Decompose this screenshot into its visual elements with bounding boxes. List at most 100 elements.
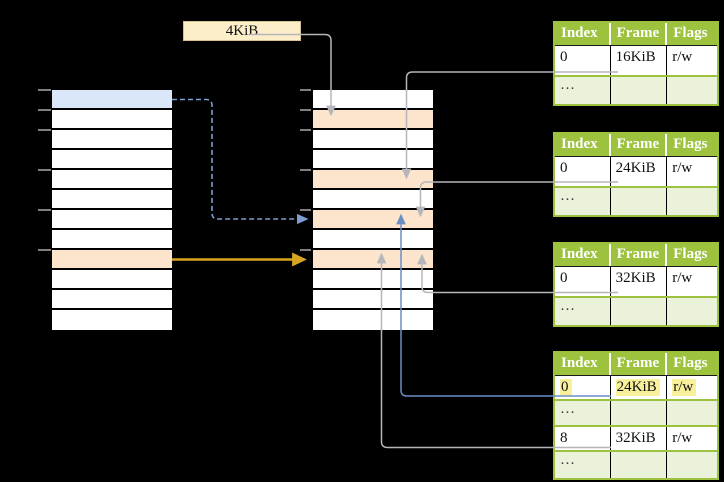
table-header-cell: Frame [611, 244, 668, 266]
highlighted-value: r/w [672, 379, 697, 396]
address-tick [38, 89, 51, 91]
address-tick [300, 129, 311, 131]
physical-memory-column [311, 88, 435, 332]
page-size-label: 4KiB [183, 21, 301, 41]
highlighted-value: 0 [560, 379, 572, 396]
table-cell: … [555, 452, 611, 478]
memory-row [313, 90, 433, 110]
memory-row [313, 130, 433, 150]
memory-row [52, 210, 172, 230]
table-cell: 8 [555, 427, 611, 450]
memory-row [52, 150, 172, 170]
table-cell: … [555, 188, 611, 215]
memory-row [313, 150, 433, 170]
page-size-label-text: 4KiB [225, 22, 259, 39]
table-cell [611, 401, 668, 425]
table-cell: … [555, 401, 611, 425]
table-cell [611, 77, 668, 104]
memory-row [313, 310, 433, 330]
memory-row [52, 310, 172, 330]
table-cell: r/w [667, 376, 717, 399]
table-header-cell: Index [555, 244, 611, 266]
address-tick [38, 109, 51, 111]
table-row: … [555, 188, 717, 215]
memory-row [52, 190, 172, 210]
table-cell [667, 298, 717, 325]
table-header-cell: Frame [611, 353, 668, 375]
memory-row [52, 290, 172, 310]
memory-row [52, 90, 172, 110]
table-cell: 24KiB [611, 376, 668, 399]
memory-row [52, 270, 172, 290]
arrow-virtual-page0-to-physical [172, 98, 309, 225]
table-cell [611, 452, 668, 478]
table-header-cell: Flags [673, 355, 708, 371]
memory-row [313, 190, 433, 210]
memory-row [313, 170, 433, 190]
table-cell [667, 77, 717, 104]
address-tick [38, 209, 51, 211]
table-cell: r/w [672, 49, 693, 65]
table-header-cell: Frame [611, 134, 668, 156]
table-header-cell: Index [555, 353, 611, 375]
table-cell: 32KiB [611, 427, 668, 450]
address-tick [300, 109, 311, 111]
table-header-cell: Index [555, 23, 611, 45]
table-cell: r/w [672, 270, 693, 286]
table-cell: 16KiB [611, 46, 668, 75]
memory-row [52, 110, 172, 130]
virtual-memory-column [50, 88, 174, 332]
table-cell: 0 [555, 267, 611, 296]
address-tick [300, 89, 311, 91]
table-cell [667, 452, 717, 478]
memory-row [313, 290, 433, 310]
table-cell [611, 188, 668, 215]
table-cell: 0 [555, 157, 611, 186]
memory-row [52, 130, 172, 150]
table-cell: r/w [672, 160, 693, 176]
address-tick [38, 129, 51, 131]
table-row: … [555, 298, 717, 325]
address-tick [38, 169, 51, 171]
table-row: … [555, 77, 717, 104]
table-row: … [555, 452, 717, 478]
table-cell: … [555, 77, 611, 104]
table-header-cell: Frame [611, 23, 668, 45]
table-header-cell: Flags [673, 136, 708, 152]
table-cell [667, 188, 717, 215]
memory-row [52, 250, 172, 270]
highlighted-value: 24KiB [615, 379, 660, 396]
table-header-cell: Index [555, 134, 611, 156]
table-cell: 0 [555, 46, 611, 75]
memory-row [313, 110, 433, 130]
memory-row [52, 170, 172, 190]
table-header-cell: Flags [673, 25, 708, 41]
table-cell: r/w [672, 430, 693, 446]
address-tick [300, 249, 311, 251]
memory-row [52, 230, 172, 250]
table-cell: 32KiB [611, 267, 668, 296]
memory-row [313, 270, 433, 290]
memory-row [313, 230, 433, 250]
table-cell: 24KiB [611, 157, 668, 186]
address-tick [300, 209, 311, 211]
address-tick [38, 249, 51, 251]
memory-row [313, 250, 433, 270]
table-header-cell: Flags [673, 246, 708, 262]
address-tick [300, 169, 311, 171]
table-cell: 0 [555, 376, 611, 399]
memory-row [313, 210, 433, 230]
table-cell [667, 401, 717, 425]
